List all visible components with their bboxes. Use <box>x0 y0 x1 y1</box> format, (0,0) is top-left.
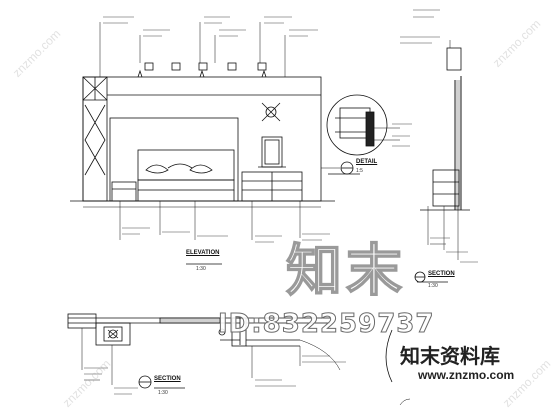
nightstand <box>111 181 137 202</box>
plan-arc <box>385 329 393 383</box>
pillow <box>145 164 169 174</box>
plan-wall <box>67 313 97 329</box>
plan-nightstand <box>95 322 131 346</box>
headboard-panel <box>109 117 239 202</box>
section-drawers <box>432 169 460 207</box>
brand-watermark-large: 知末 <box>285 238 406 305</box>
brand-watermark: 知末资料库 <box>400 344 500 368</box>
main-elevation <box>70 16 335 243</box>
detail-title: DETAIL <box>356 159 378 165</box>
elevation-title: ELEVATION <box>186 250 220 256</box>
section-cap <box>446 47 462 71</box>
wall-lamp <box>265 106 277 118</box>
detail-view <box>321 94 412 175</box>
plan-column <box>231 317 247 347</box>
id-watermark: ID:832259737 <box>217 309 435 340</box>
lower-right-plan <box>231 317 411 406</box>
elevation-scale: 1:30 <box>196 266 206 272</box>
right-section-title: SECTION <box>428 271 455 277</box>
bottom-section-title: SECTION <box>154 376 181 382</box>
bottom-section-scale: 1:30 <box>158 390 168 396</box>
detail-scale: 1:5 <box>356 168 363 174</box>
right-section <box>400 9 478 283</box>
url-watermark: www.znzmo.com <box>418 368 515 382</box>
right-section-scale: 1:30 <box>428 283 438 289</box>
downlight <box>144 62 154 71</box>
detail-circle <box>326 94 388 156</box>
bottom-plan <box>67 313 241 395</box>
